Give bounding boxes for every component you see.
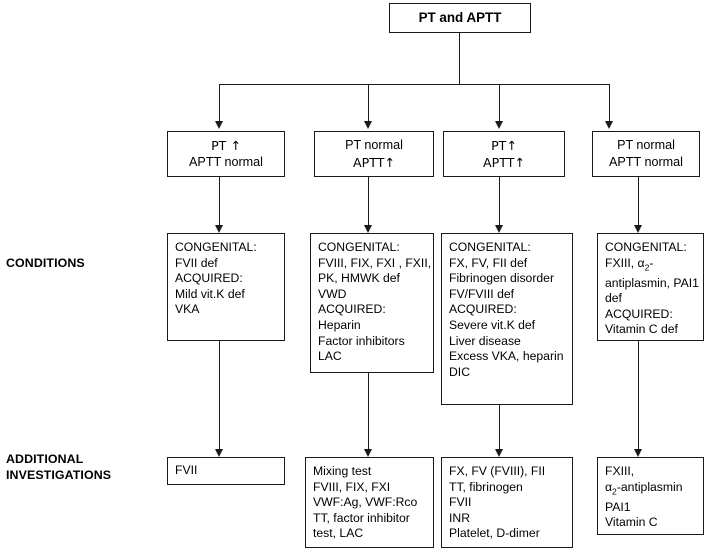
conditions-box-branch-4: CONGENITAL: FXIII, α2- antiplasmin, PAI1… — [597, 233, 704, 341]
conditions-line: CONGENITAL: — [605, 240, 687, 254]
investigations-box-branch-4: FXIII, α2-antiplasmin PAI1 Vitamin C — [597, 457, 704, 535]
conditions-line: Vitamin C def — [605, 322, 678, 337]
branch-2-drop-connector — [368, 84, 369, 123]
conditions-line: Factor inhibitors — [318, 333, 405, 348]
conditions-line: Fibrinogen disorder — [449, 271, 555, 286]
conditions-line: FVII def — [175, 255, 218, 270]
investigations-line: Mixing test — [313, 464, 372, 478]
decision-branch-1-line1: PT ↑ — [211, 138, 241, 153]
branch-3-conditions-connector — [499, 177, 500, 227]
conditions-line: CONGENITAL: — [175, 240, 257, 254]
conditions-line: FX, FV, FII def — [449, 255, 528, 270]
decision-branch-3-line1: PT↑ — [491, 138, 517, 153]
row-label-additional-investigations: ADDITIONAL INVESTIGATIONS — [6, 452, 112, 482]
row-label-conditions: CONDITIONS — [6, 256, 85, 270]
root-node-pt-and-aptt: PT and APTT — [389, 3, 531, 33]
decision-branch-2-line1: PT normal — [345, 138, 403, 152]
conditions-line: ACQUIRED: — [449, 302, 517, 317]
decision-branch-2-line2: APTT↑ — [353, 155, 395, 170]
decision-box-branch-1: PT ↑ APTT normal — [167, 131, 285, 177]
investigations-line: TT, factor inhibitor — [313, 510, 410, 525]
decision-branch-4-line1: PT normal — [617, 138, 675, 152]
conditions-box-branch-3: CONGENITAL: FX, FV, FII def Fibrinogen d… — [441, 233, 573, 405]
branch-4-investigations-connector — [638, 341, 639, 451]
conditions-line: FVIII, FIX, FXI , FXII, — [318, 255, 432, 270]
decision-box-branch-4: PT normal APTT normal — [592, 131, 700, 177]
investigations-line: TT, fibrinogen — [449, 479, 523, 494]
investigations-line: FVII — [449, 495, 472, 510]
conditions-line: ACQUIRED: — [318, 302, 386, 317]
conditions-line: VWD — [318, 286, 347, 301]
investigations-line: FXIII, — [605, 464, 635, 478]
branch-3-drop-arrowhead — [495, 121, 503, 129]
investigations-box-branch-1: FVII — [167, 457, 285, 485]
investigations-line: Vitamin C — [605, 515, 658, 530]
branch-2-drop-arrowhead — [364, 121, 372, 129]
decision-branch-3-line2: APTT↑ — [483, 155, 525, 170]
investigations-line: INR — [449, 510, 470, 525]
branch-4-investigations-arrowhead — [634, 449, 642, 457]
branch-3-conditions-arrowhead — [495, 225, 503, 233]
investigations-line: PAI1 — [605, 499, 631, 514]
investigations-box-branch-2: Mixing test FVIII, FIX, FXI VWF:Ag, VWF:… — [305, 457, 434, 548]
branch-distributor-bar — [219, 84, 609, 85]
branch-1-investigations-arrowhead — [215, 449, 223, 457]
branch-1-conditions-connector — [219, 177, 220, 227]
conditions-line: Excess VKA, heparin — [449, 349, 564, 364]
branch-1-drop-arrowhead — [215, 121, 223, 129]
investigations-line: test, LAC — [313, 526, 364, 541]
conditions-line: ACQUIRED: — [175, 271, 243, 286]
conditions-line: Liver disease — [449, 333, 521, 348]
decision-box-branch-3: PT↑ APTT↑ — [443, 131, 565, 177]
conditions-line: def — [605, 291, 622, 306]
conditions-box-branch-2: CONGENITAL: FVIII, FIX, FXI , FXII, PK, … — [310, 233, 434, 373]
conditions-line: PK, HMWK def — [318, 271, 400, 286]
conditions-line: FV/FVIII def — [449, 286, 515, 301]
decision-branch-4-line2: APTT normal — [609, 155, 683, 169]
conditions-line: Heparin — [318, 317, 361, 332]
conditions-line: DIC — [449, 364, 470, 379]
investigations-line: FX, FV (FVIII), FII — [449, 464, 546, 478]
investigations-line: Platelet, D-dimer — [449, 526, 540, 541]
conditions-line: ACQUIRED: — [605, 306, 673, 321]
branch-1-drop-connector — [219, 84, 220, 123]
branch-2-investigations-arrowhead — [364, 449, 372, 457]
branch-1-conditions-arrowhead — [215, 225, 223, 233]
investigations-box-branch-3: FX, FV (FVIII), FII TT, fibrinogen FVII … — [441, 457, 573, 548]
branch-3-investigations-arrowhead — [495, 449, 503, 457]
branch-2-conditions-connector — [368, 177, 369, 227]
branch-4-drop-arrowhead — [605, 121, 613, 129]
investigations-line-alpha2: α2-antiplasmin — [605, 479, 683, 497]
branch-2-investigations-connector — [368, 373, 369, 451]
conditions-line: CONGENITAL: — [449, 240, 531, 254]
branch-4-conditions-arrowhead — [634, 225, 642, 233]
conditions-line: Severe vit.K def — [449, 317, 536, 332]
branch-1-investigations-connector — [219, 341, 220, 451]
branch-2-conditions-arrowhead — [364, 225, 372, 233]
decision-box-branch-2: PT normal APTT↑ — [314, 131, 434, 177]
conditions-line: CONGENITAL: — [318, 240, 400, 254]
conditions-line-alpha2: FXIII, α2- — [605, 255, 654, 273]
root-trunk-connector — [459, 33, 460, 84]
root-node-label: PT and APTT — [418, 10, 502, 26]
branch-4-drop-connector — [609, 84, 610, 123]
conditions-line: Mild vit.K def — [175, 286, 245, 301]
conditions-box-branch-1: CONGENITAL: FVII def ACQUIRED: Mild vit.… — [167, 233, 285, 341]
investigations-line: FVII — [175, 463, 198, 478]
branch-3-drop-connector — [499, 84, 500, 123]
investigations-line: FVIII, FIX, FXI — [313, 479, 391, 494]
conditions-line: LAC — [318, 349, 342, 364]
decision-branch-1-line2: APTT normal — [189, 155, 263, 169]
conditions-line: antiplasmin, PAI1 — [605, 275, 699, 290]
conditions-line: VKA — [175, 302, 200, 317]
branch-3-investigations-connector — [499, 405, 500, 451]
investigations-line: VWF:Ag, VWF:Rco — [313, 495, 418, 510]
branch-4-conditions-connector — [638, 177, 639, 227]
